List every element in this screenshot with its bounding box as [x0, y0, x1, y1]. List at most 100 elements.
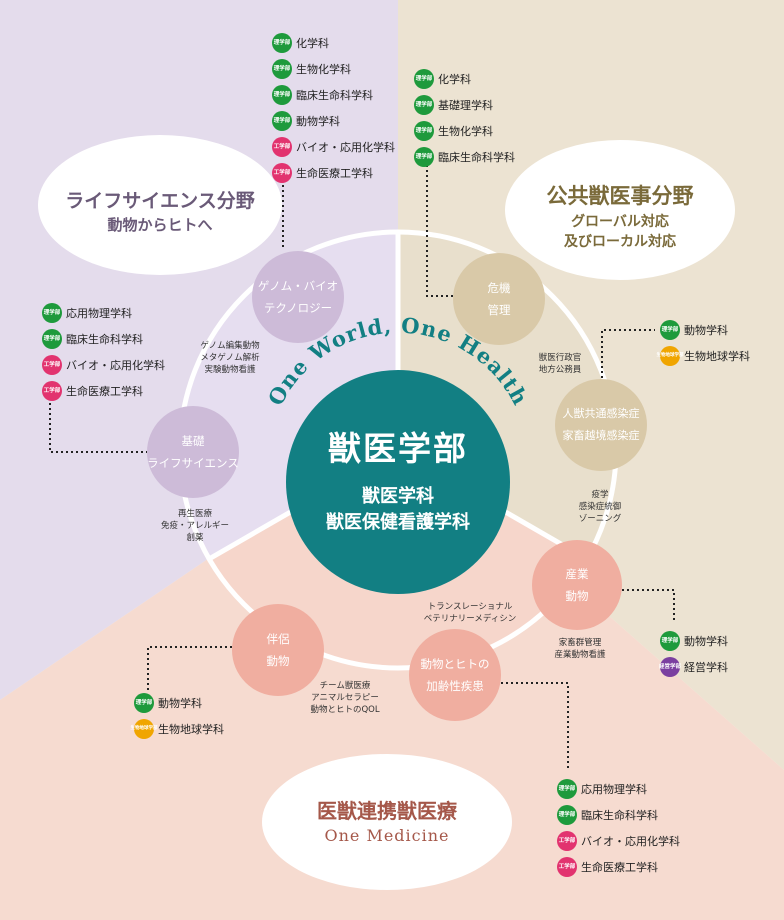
faculty-badge: 理学部	[414, 121, 434, 141]
sub-hanryo-2: 動物とヒトのQOL	[310, 705, 380, 715]
department-label: 生命医療工学科	[581, 861, 658, 874]
node-jinju	[555, 379, 647, 471]
sub-kiki-0: 獣医行政官	[538, 353, 582, 363]
department-item: 理学部動物学科	[134, 690, 224, 716]
faculty-badge: 理学部	[42, 303, 62, 323]
cloud-public	[505, 140, 735, 280]
topic-jinju-l2: 家畜越境感染症	[562, 429, 640, 442]
faculty-badge: 工学部	[42, 355, 62, 375]
faculty-badge: 生物地球学部	[131, 719, 158, 739]
sub-sangyo-1: 産業動物看護	[554, 650, 606, 660]
faculty-badge: 理学部	[42, 329, 62, 349]
department-label: 動物学科	[684, 635, 728, 648]
topic-hanryo-l2: 動物	[266, 654, 290, 668]
sub-genome: ゲノム編集動物 メタゲノム解析 実験動物看護	[175, 340, 285, 376]
center-title: 獣医学部	[328, 429, 468, 468]
topic-genome-l2: テクノロジー	[263, 301, 333, 315]
department-label: 生命医療工学科	[66, 385, 143, 398]
list-sangyo: 理学部動物学科経営学部経営学科	[659, 628, 728, 680]
node-kareisei	[409, 629, 501, 721]
node-genome	[252, 251, 344, 343]
topic-sangyo-l2: 動物	[565, 589, 589, 603]
connector-jinju	[601, 329, 655, 378]
topic-hanryo-l1: 伴侶	[266, 632, 290, 646]
department-label: 生命医療工学科	[296, 167, 373, 180]
list-hanryo: 理学部動物学科生物地球学部生物地球学科	[131, 690, 224, 742]
department-item: 理学部生物化学科	[272, 56, 395, 82]
department-label: 生物化学科	[296, 63, 351, 76]
department-label: 臨床生命科学科	[296, 89, 373, 102]
sub-genome-2: 実験動物看護	[204, 365, 256, 375]
cloud-life	[38, 135, 282, 275]
pink-background-region	[0, 430, 784, 920]
department-label: 臨床生命科学科	[66, 333, 143, 346]
cloud-public-line1: 公共獣医事分野	[546, 183, 694, 208]
faculty-badge: 工学部	[557, 831, 577, 851]
topic-hanryo: 伴侶 動物	[228, 628, 328, 672]
list-kareisei: 理学部応用物理学科理学部臨床生命科学科工学部バイオ・応用化学科工学部生命医療工学…	[557, 776, 680, 880]
sub-hanryo-1: アニマルセラピー	[311, 693, 379, 703]
sub-jinju-2: ゾーニング	[578, 514, 622, 524]
cloud-medicine-line1: 医獣連携獣医療	[317, 799, 457, 823]
department-label: 動物学科	[158, 697, 202, 710]
faculty-badge: 理学部	[660, 631, 680, 651]
department-label: 臨床生命科学科	[438, 151, 515, 164]
department-label: バイオ・応用化学科	[296, 141, 395, 154]
sub-kiso-2: 創薬	[186, 533, 204, 543]
topic-genome-l1: ゲノム・バイオ	[257, 279, 339, 293]
department-item: 工学部生命医療工学科	[272, 160, 395, 186]
department-label: 生物化学科	[438, 125, 493, 138]
node-hanryo	[232, 604, 324, 696]
department-item: 理学部臨床生命科学科	[42, 326, 165, 352]
connectors	[49, 165, 675, 768]
department-label: 経営学科	[684, 661, 728, 674]
department-label: 臨床生命科学科	[581, 809, 658, 822]
department-item: 理学部臨床生命科学科	[414, 144, 515, 170]
topic-kiso: 基礎 ライフサイエンス	[143, 430, 243, 474]
cloud-public-line3: 及びローカル対応	[564, 234, 676, 250]
faculty-badge: 理学部	[557, 779, 577, 799]
faculty-badge: 工学部	[272, 137, 292, 157]
department-item: 生物地球学部生物地球学科	[657, 343, 750, 369]
faculty-badge: 理学部	[272, 85, 292, 105]
topic-kiki: 危機 管理	[449, 277, 549, 321]
cloud-life-line2: 動物からヒトへ	[107, 216, 213, 234]
department-item: 理学部応用物理学科	[557, 776, 680, 802]
department-label: 化学科	[438, 73, 471, 86]
topic-sangyo: 産業 動物	[527, 563, 627, 607]
faculty-badge: 経営学部	[659, 657, 681, 677]
list-kiso: 理学部応用物理学科理学部臨床生命科学科工学部バイオ・応用化学科工学部生命医療工学…	[42, 300, 165, 404]
sub-hanryo: チーム獣医療 アニマルセラピー 動物とヒトのQOL	[290, 680, 400, 716]
department-item: 経営学部経営学科	[659, 654, 728, 680]
list-genome: 理学部化学科理学部生物化学科理学部臨床生命科学科理学部動物学科工学部バイオ・応用…	[272, 30, 395, 186]
department-item: 工学部バイオ・応用化学科	[42, 352, 165, 378]
connector-kareisei	[501, 682, 569, 768]
faculty-badge: 理学部	[134, 693, 154, 713]
node-sangyo	[532, 540, 622, 630]
department-label: バイオ・応用化学科	[581, 835, 680, 848]
cloud-life-line1: ライフサイエンス分野	[65, 190, 255, 212]
department-item: 理学部生物化学科	[414, 118, 515, 144]
sub-kiki-1: 地方公務員	[538, 365, 582, 375]
topic-jinju-l1: 人獣共通感染症	[562, 407, 640, 420]
department-label: 動物学科	[296, 115, 340, 128]
department-label: 生物地球学科	[158, 723, 224, 736]
department-label: 動物学科	[684, 324, 728, 337]
department-item: 工学部生命医療工学科	[557, 854, 680, 880]
department-item: 工学部生命医療工学科	[42, 378, 165, 404]
sub-sangyo-0: 家畜群管理	[558, 638, 602, 648]
sub-jinju: 疫学 感染症統御 ゾーニング	[555, 489, 645, 525]
topic-kiso-l2: ライフサイエンス	[147, 456, 239, 470]
faculty-badge: 理学部	[272, 33, 292, 53]
list-kiki: 理学部化学科理学部基礎理学科理学部生物化学科理学部臨床生命科学科	[414, 66, 515, 170]
sub-kiso-1: 免疫・アレルギー	[160, 521, 229, 531]
department-label: 応用物理学科	[66, 307, 132, 320]
sub-jinju-1: 感染症統御	[578, 502, 622, 512]
department-label: 応用物理学科	[581, 783, 647, 796]
topic-kareisei: 動物とヒトの 加齢性疾患	[405, 653, 505, 697]
faculty-badge: 理学部	[557, 805, 577, 825]
department-label: 基礎理学科	[438, 99, 493, 112]
department-item: 理学部動物学科	[660, 317, 750, 343]
sub-genome-0: ゲノム編集動物	[200, 341, 260, 351]
topic-jinju: 人獣共通感染症 家畜越境感染症	[546, 403, 656, 447]
